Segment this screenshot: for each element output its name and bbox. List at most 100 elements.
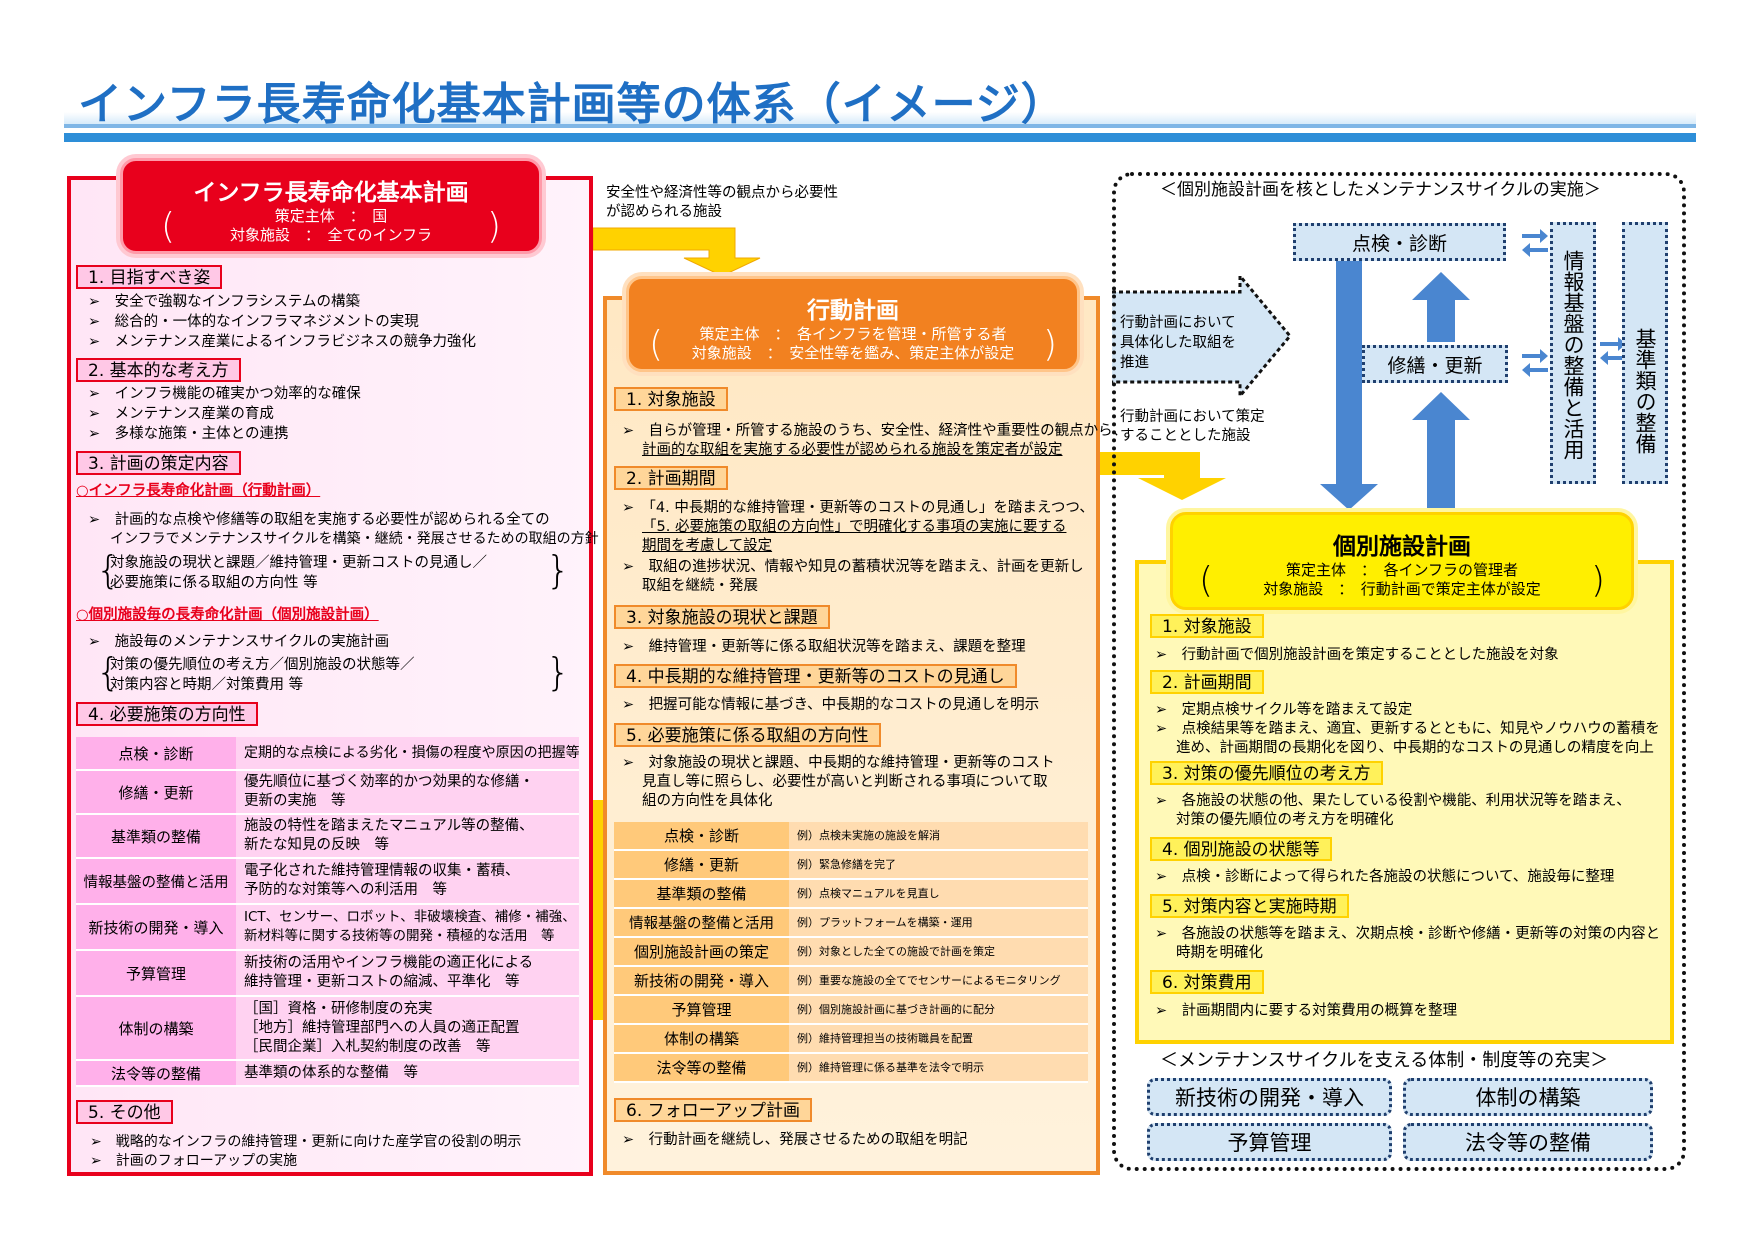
left-measure-row: 情報基盤の整備と活用電子化された維持管理情報の収集・蓄積、予防的な対策等への利活… — [76, 859, 579, 905]
mid-note: が認められる施設 — [606, 204, 722, 220]
support-budget-box: 予算管理 — [1147, 1123, 1392, 1161]
promote-arrow-text: 行動計画において — [1120, 315, 1236, 331]
left-s3-note: 対象施設の現状と課題／維持管理・更新コストの見通し／ — [110, 555, 487, 571]
left-s3-note2: 対策の優先順位の考え方／個別施設の状態等／ — [110, 657, 415, 673]
individual-plan-title: 個別施設計画 — [1333, 534, 1471, 560]
left-s3-text: ➢ 計画的な点検や修繕等の取組を実施する必要性が認められる全ての — [88, 512, 550, 528]
right-s2-text: ➢ 点検結果等を踏まえ、適宜、更新するとともに、知見やノウハウの蓄積を — [1155, 721, 1660, 737]
left-s2-item: ➢ 多様な施策・主体との連携 — [88, 426, 289, 442]
mid-measure-row: 情報基盤の整備と活用例）プラットフォームを構築・運用 — [614, 909, 1088, 938]
arrow-repair-up — [1412, 272, 1470, 342]
action-plan-title: 行動計画 — [807, 298, 899, 324]
left-s5-item: ➢ 戦略的なインフラの維持管理・更新に向けた産学官の役割の明示 — [90, 1134, 522, 1150]
left-s5-item: ➢ 計画のフォローアップの実施 — [90, 1153, 298, 1169]
mid-section-3-label: 3. 対象施設の現状と課題 — [614, 605, 830, 629]
left-measure-row: 予算管理新技術の活用やインフラ機能の適正化による維持管理・更新コストの縮減、平準… — [76, 951, 579, 997]
mid-section-4-label: 4. 中長期的な維持管理・更新等のコストの見通し — [614, 664, 1017, 688]
inspect-diagnose-box: 点検・診断 — [1293, 223, 1506, 261]
right-section-4-label: 4. 個別施設の状態等 — [1150, 837, 1332, 861]
left-section-4-label: 4. 必要施策の方向性 — [76, 702, 258, 726]
title-rule-thin — [64, 124, 1696, 128]
cycle-note: 行動計画において策定 — [1120, 409, 1265, 425]
mid-s4-text: ➢ 把握可能な情報に基づき、中長期的なコストの見通しを明示 — [622, 697, 1040, 713]
right-s5-text: ➢ 各施設の状態等を踏まえ、次期点検・診断や修繕・更新等の対策の内容と — [1155, 926, 1661, 942]
individual-plan-heading: ○個別施設毎の長寿命化計画（個別施設計画） — [76, 607, 379, 623]
left-section-1-label: 1. 目指すべき姿 — [76, 265, 223, 289]
left-section-3-label: 3. 計画の策定内容 — [76, 451, 241, 475]
left-section-5-label: 5. その他 — [76, 1100, 173, 1124]
left-s3-text2: ➢ 施設毎のメンテナンスサイクルの実施計画 — [88, 634, 390, 650]
arrow-promote — [1112, 271, 1292, 401]
mid-section-6-label: 6. フォローアップ計画 — [614, 1098, 812, 1122]
right-section-1-label: 1. 対象施設 — [1150, 614, 1264, 638]
right-section-2-label: 2. 計画期間 — [1150, 670, 1264, 694]
basic-plan-header: インフラ長寿命化基本計画 策定主体 ： 国 対象施設 ： 全てのインフラ ( ) — [120, 158, 542, 254]
mid-section-5-label: 5. 必要施策に係る取組の方向性 — [614, 723, 881, 747]
arrow-plan-up — [1412, 392, 1470, 512]
left-s3-note2: 対策内容と時期／対策費用 等 — [110, 677, 304, 693]
right-s2-text: ➢ 定期点検サイクル等を踏まえて設定 — [1155, 702, 1413, 718]
action-plan-header: 行動計画 策定主体 ： 各インフラを管理・所管する者 対象施設 ： 安全性等を鑑… — [626, 276, 1080, 372]
right-s4-text: ➢ 点検・診断によって得られた各施設の状態について、施設毎に整理 — [1155, 869, 1615, 885]
support-law-box: 法令等の整備 — [1403, 1123, 1653, 1161]
left-measure-row: 点検・診断定期的な点検による劣化・損傷の程度や原因の把握等 — [76, 737, 580, 771]
right-section-6-label: 6. 対策費用 — [1150, 970, 1264, 994]
mid-s6-text: ➢ 行動計画を継続し、発展させるための取組を明記 — [622, 1132, 968, 1148]
arrow-to-individual-plan — [1100, 452, 1226, 500]
mid-note: 安全性や経済性等の観点から必要性 — [606, 185, 838, 201]
left-s2-item: ➢ インフラ機能の確実かつ効率的な確保 — [88, 386, 361, 402]
title-band — [64, 112, 1696, 124]
left-section-2-label: 2. 基本的な考え方 — [76, 358, 241, 382]
mid-measure-row: 体制の構築例）維持管理担当の技術職員を配置 — [614, 1025, 1088, 1054]
left-measure-row: 法令等の整備基準類の体系的な整備 等 — [76, 1061, 579, 1087]
support-system-box: 体制の構築 — [1403, 1078, 1653, 1116]
mid-s1-text: ➢ 自らが管理・所管する施設のうち、安全性、経済性や重要性の観点から、 — [622, 423, 1128, 439]
individual-plan-header: 個別施設計画 策定主体 ： 各インフラの管理者 対象施設 ： 行動計画で策定主体… — [1170, 512, 1634, 610]
left-s3-text: インフラでメンテナンスサイクルを構築・継続・発展させるための取組の方針 — [110, 531, 599, 547]
right-section-3-label: 3. 対策の優先順位の考え方 — [1150, 761, 1383, 785]
right-s3-text: ➢ 各施設の状態の他、果たしている役割や機能、利用状況等を踏まえ、 — [1155, 793, 1631, 809]
basic-plan-line1: 策定主体 ： 国 — [274, 207, 388, 225]
left-measure-row: 体制の構築［国］資格・研修制度の充実［地方］維持管理部門への人員の適正配置［民間… — [76, 997, 579, 1061]
basic-plan-title: インフラ長寿命化基本計画 — [193, 180, 469, 206]
page-title: インフラ長寿命化基本計画等の体系（イメージ） — [78, 79, 1066, 130]
mid-measure-row: 予算管理例）個別施設計画に基づき計画的に配分 — [614, 996, 1088, 1025]
mid-measure-row: 新技術の開発・導入例）重要な施設の全てでセンサーによるモニタリング — [614, 967, 1088, 996]
mid-section-2-label: 2. 計画期間 — [614, 466, 728, 490]
mid-measure-row: 基準類の整備例）点検マニュアルを見直し — [614, 880, 1088, 909]
arrow-to-action-plan — [592, 227, 761, 277]
mid-s2-text: ➢ 「4. 中長期的な維持管理・更新等のコストの見通し」を踏まえつつ、 — [622, 500, 1094, 516]
left-measure-row: 基準類の整備施設の特性を踏まえたマニュアル等の整備、新たな知見の反映 等 — [76, 815, 579, 859]
right-section-5-label: 5. 対策内容と実施時期 — [1150, 894, 1349, 918]
repair-update-box: 修繕・更新 — [1362, 345, 1508, 383]
right-s1-text: ➢ 行動計画で個別施設計画を策定することとした施設を対象 — [1155, 647, 1559, 663]
left-measure-row: 修繕・更新優先順位に基づく効率的かつ効果的な修繕・更新の実施 等 — [76, 771, 579, 815]
support-title: ＜メンテナンスサイクルを支える体制・制度等の充実＞ — [1160, 1050, 1609, 1071]
mid-measure-row: 法令等の整備例）維持管理に係る基準を法令で明示 — [614, 1054, 1088, 1083]
cycle-title: ＜個別施設計画を核としたメンテナンスサイクルの実施＞ — [1160, 180, 1601, 200]
mid-measure-row: 個別施設計画の策定例）対象とした全ての施設で計画を策定 — [614, 938, 1088, 967]
maintenance-cycle-area — [1112, 172, 1686, 1171]
left-s1-item: ➢ メンテナンス産業によるインフラビジネスの競争力強化 — [88, 334, 476, 350]
mid-section-1-label: 1. 対象施設 — [614, 387, 728, 411]
support-new-tech-box: 新技術の開発・導入 — [1147, 1078, 1392, 1116]
action-plan-heading: ○インフラ長寿命化計画（行動計画） — [76, 483, 321, 499]
mid-measure-row: 修繕・更新例）緊急修繕を完了 — [614, 851, 1088, 880]
arrow-inspect-down — [1320, 258, 1378, 510]
mid-s3-text: ➢ 維持管理・更新等に係る取組状況等を踏まえ、課題を整理 — [622, 639, 1026, 655]
info-platform-box: 情報基盤の整備と活用 — [1550, 222, 1596, 484]
left-s1-item: ➢ 総合的・一体的なインフラマネジメントの実現 — [88, 314, 419, 330]
mid-s2-text: ➢ 取組の進捗状況、情報や知見の蓄積状況等を踏まえ、計画を更新し — [622, 559, 1084, 575]
standards-box: 基準類の整備 — [1622, 222, 1668, 484]
basic-plan-line2: 対象施設 ： 全てのインフラ — [229, 226, 433, 244]
title-rule-thick — [64, 133, 1696, 142]
left-s3-note: 必要施策に係る取組の方向性 等 — [110, 575, 318, 591]
left-s1-item: ➢ 安全で強靱なインフラシステムの構築 — [88, 294, 360, 310]
right-s6-text: ➢ 計画期間内に要する対策費用の概算を整理 — [1155, 1003, 1458, 1019]
individual-plan-panel — [1135, 560, 1674, 1044]
mid-measure-row: 点検・診断例）点検未実施の施設を解消 — [614, 822, 1088, 851]
left-s2-item: ➢ メンテナンス産業の育成 — [88, 406, 274, 422]
mid-s5-text: ➢ 対象施設の現状と課題、中長期的な維持管理・更新等のコスト — [622, 755, 1055, 771]
